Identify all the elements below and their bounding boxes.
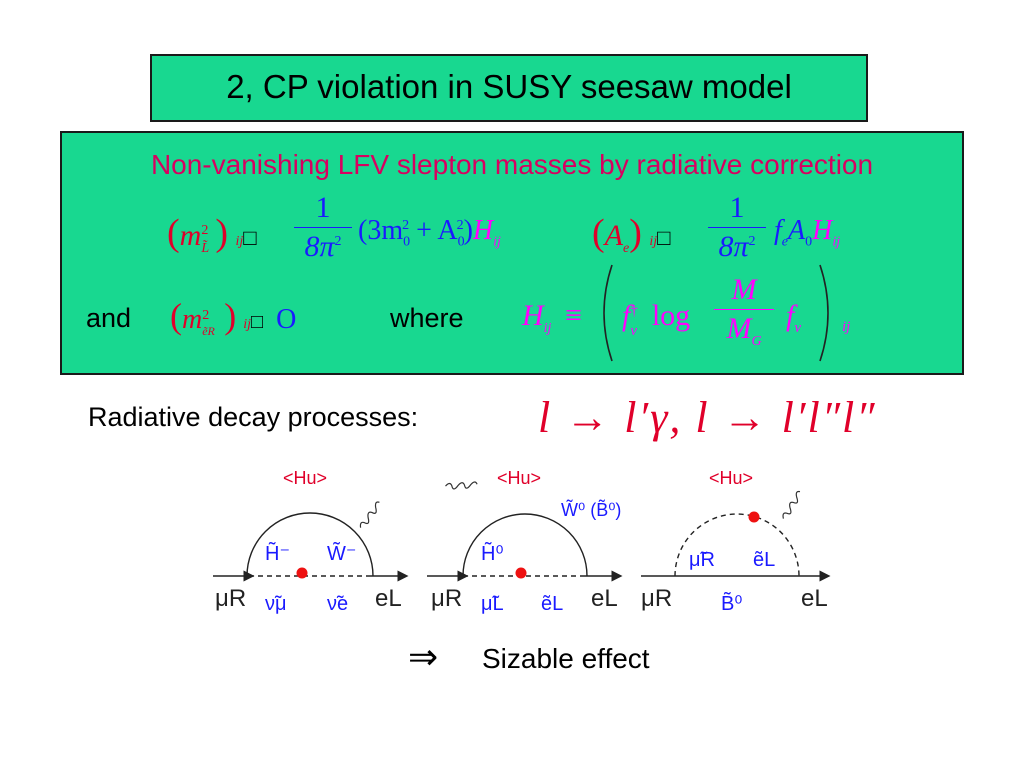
implies-arrow: ⇒ — [408, 637, 439, 677]
a-term-rhs: feA0Hij — [774, 215, 840, 251]
e-l-tilde-label-2: ẽL — [541, 593, 563, 615]
approx-glyph-2: □ — [657, 225, 671, 250]
fraction-2: 1 8π2 — [708, 191, 766, 264]
f-nu-right: fν — [786, 299, 801, 337]
feynman-diagrams: <Hu> H̃⁻ W̃⁻ ν̃μ ν̃e μR eL <Hu> W̃⁰ (B̃⁰… — [213, 468, 831, 615]
sub-L: L̃ — [201, 241, 210, 256]
mu-r-label-1: μR — [215, 585, 246, 612]
b0-label: B̃⁰ — [721, 592, 742, 615]
h-definition: Hij ≡ — [522, 299, 582, 337]
ij-sub-h: ij — [493, 234, 501, 250]
h-def-body: f† ν log — [622, 299, 691, 339]
mu-r-label-3: μR — [641, 585, 672, 612]
ij-sub-a: ij — [649, 234, 658, 249]
equation-box: Non-vanishing LFV slepton masses by radi… — [60, 131, 964, 375]
mu-r-label-2: μR — [431, 585, 462, 612]
h-symbol-2: H — [812, 215, 833, 246]
frac-den-2: 8π — [718, 230, 749, 263]
m-symbol-r: m — [182, 304, 203, 335]
frac-den: 8π — [304, 230, 335, 263]
w0-b0-label: W̃⁰ (B̃⁰) — [561, 499, 621, 520]
approx-glyph-3: □ — [251, 311, 264, 333]
and-label: and — [86, 303, 132, 333]
big-parentheses — [603, 264, 829, 362]
h-zero-label: H̃⁰ — [481, 542, 503, 565]
three-m0: (3m — [358, 215, 404, 246]
f-nu-symbol: f — [622, 299, 631, 332]
plus-a: + A — [416, 215, 458, 246]
mass-ratio: M MG — [714, 273, 774, 350]
f-symbol: f — [774, 215, 782, 246]
close-paren: ) — [463, 215, 473, 246]
ij-sub-r: ij — [243, 317, 252, 332]
log-text: log — [651, 299, 691, 332]
e-l-label-1: eL — [375, 585, 402, 612]
sub-0: 0 — [403, 234, 411, 250]
sub-er: ẽR — [202, 324, 215, 338]
h-def-outer-ij: ij — [842, 319, 851, 335]
a0-symbol: A — [788, 215, 806, 246]
where-label: where — [390, 303, 464, 333]
e-l-label-3: eL — [801, 585, 828, 612]
mu-r-tilde-label: μ̃R — [689, 549, 715, 571]
page-title: 2, CP violation in SUSY seesaw model — [226, 68, 792, 105]
sub-0b: 0 — [457, 234, 465, 250]
h-minus-label: H̃⁻ — [265, 542, 290, 565]
e-l-label-2: eL — [591, 585, 618, 612]
diagram-2: <Hu> W̃⁰ (B̃⁰) H̃⁰ μ̃L ẽL μR eL — [427, 468, 623, 615]
title-box: 2, CP violation in SUSY seesaw model — [150, 54, 868, 122]
nu-e-label: ν̃e — [327, 593, 348, 615]
sub-e-f: e — [781, 234, 788, 250]
f-nu-right-symbol: f — [786, 299, 795, 332]
box-heading: Non-vanishing LFV slepton masses by radi… — [150, 149, 874, 180]
sub-nu-right: ν — [794, 320, 802, 336]
m-symbol: m — [179, 219, 202, 252]
a-symbol: A — [604, 219, 623, 252]
mass-term: (3m02 + A02)Hij — [358, 215, 501, 250]
sub-0-a: 0 — [805, 234, 813, 250]
w-minus-label: W̃⁻ — [327, 542, 356, 565]
fraction-1: 1 8π2 — [294, 191, 352, 264]
ratio-den: M — [726, 312, 752, 345]
hu-label-1: <Hu> — [283, 468, 327, 488]
diagram-3: <Hu> μ̃R ẽL B̃⁰ μR eL — [641, 468, 831, 615]
sub-e: e — [622, 241, 630, 256]
decay-formula: l → l′γ, l → l′l″l″ — [538, 393, 877, 442]
sub-nu: ν — [630, 323, 638, 339]
o-symbol: O — [276, 304, 297, 335]
sub-g: G — [751, 334, 762, 349]
e-l-tilde-label-3: ẽL — [753, 549, 775, 571]
sup-2: 2 — [201, 223, 209, 238]
h-symbol: H — [472, 215, 494, 246]
approx-glyph: □ — [243, 225, 257, 250]
frac-num: 1 — [315, 191, 331, 224]
diagram-1: <Hu> H̃⁻ W̃⁻ ν̃μ ν̃e μR eL — [213, 468, 409, 615]
mu-l-label: μ̃L — [481, 593, 504, 615]
dagger: † — [630, 303, 638, 319]
h-def-ij: ij — [543, 321, 552, 336]
conclusion-text: Sizable effect — [482, 643, 650, 674]
nu-mu-label: ν̃μ — [265, 593, 287, 615]
equiv-symbol: ≡ — [564, 299, 582, 332]
ratio-num: M — [731, 273, 757, 306]
frac-num-2: 1 — [729, 191, 745, 224]
hu-label-3: <Hu> — [709, 468, 753, 488]
hu-label-2: <Hu> — [497, 468, 541, 488]
sup-2-r: 2 — [202, 308, 210, 323]
ij-sub-h2: ij — [832, 234, 841, 250]
decay-label: Radiative decay processes: — [88, 402, 419, 432]
ij-sub: ij — [235, 234, 244, 249]
a-term-equation: (Ae) ij□ — [592, 212, 671, 256]
h-def-symbol: H — [522, 299, 544, 332]
